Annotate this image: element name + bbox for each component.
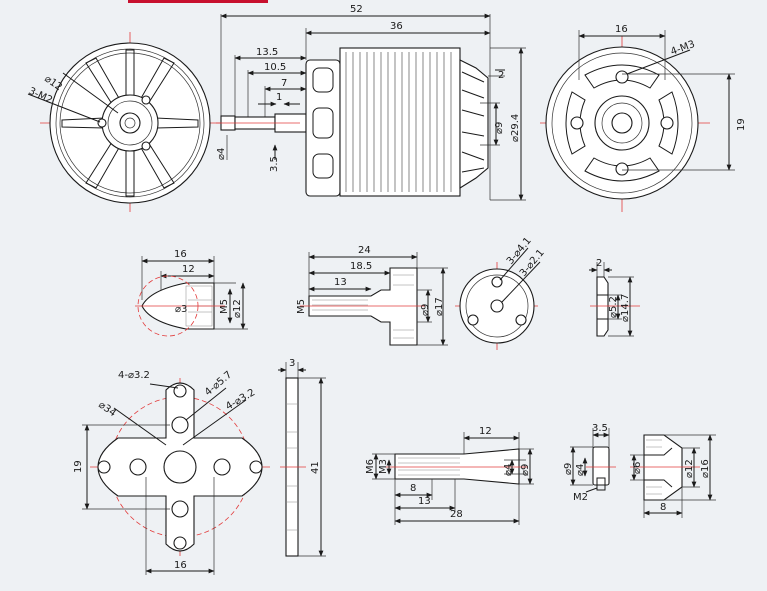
dim-mside-41: 41 bbox=[310, 461, 321, 474]
motor-front-view: ⌀12 3-M2 bbox=[27, 32, 222, 212]
dim-shaft-d4: ⌀4 bbox=[503, 464, 514, 476]
dim-nut-d3: ⌀3 bbox=[175, 304, 187, 315]
dim-side-10-5: 10.5 bbox=[264, 62, 286, 73]
dim-nut-d12: ⌀12 bbox=[232, 299, 243, 318]
dim-mount-16: 16 bbox=[174, 560, 187, 571]
dim-adapter-13: 13 bbox=[334, 277, 347, 288]
dim-mount-4d3-2a: 4-⌀3.2 bbox=[118, 370, 150, 381]
adapter-hub-front-view: 3-⌀4.1 3-⌀2.1 bbox=[455, 235, 547, 350]
dim-side-7: 7 bbox=[281, 78, 287, 89]
dim-nut-16: 16 bbox=[174, 249, 187, 260]
collar-side-view: 3.5 ⌀9 ⌀4 M2 bbox=[563, 423, 616, 503]
dim-collar-d4: ⌀4 bbox=[575, 464, 586, 476]
dim-collar-m2: M2 bbox=[573, 492, 588, 503]
shaft-adapter-side-view: 12 M6 M3 ⌀4 ⌀9 8 13 28 bbox=[365, 426, 534, 525]
dim-bell-d16: ⌀16 bbox=[700, 459, 711, 478]
dim-side-d29-4: ⌀29.4 bbox=[510, 114, 521, 142]
bell-cap-side-view: ⌀6 ⌀12 ⌀16 8 bbox=[630, 434, 716, 518]
x-mount-front-view: 4-⌀3.2 4-⌀5.7 4-⌀3.2 ⌀34 19 16 bbox=[73, 369, 270, 575]
dim-side-d9: ⌀9 bbox=[494, 122, 505, 134]
dim-shaft-d9: ⌀9 bbox=[520, 464, 531, 476]
dim-adapter-d9: ⌀9 bbox=[420, 304, 431, 316]
dim-front-3m2: 3-M2 bbox=[27, 86, 54, 107]
dim-adapter-24: 24 bbox=[358, 245, 371, 256]
dim-bell-d6: ⌀6 bbox=[632, 462, 643, 474]
dim-ring-d14-7: ⌀14.7 bbox=[620, 294, 631, 322]
dim-nut-m5: M5 bbox=[219, 299, 230, 314]
thrust-ring-side-view: 2 ⌀5.2 ⌀14.7 bbox=[589, 258, 640, 337]
dim-mount-19: 19 bbox=[73, 460, 84, 473]
dim-shaft-28: 28 bbox=[450, 509, 463, 520]
dim-back-19: 19 bbox=[736, 118, 747, 131]
dim-mount-4d3-2b: 4-⌀3.2 bbox=[224, 387, 257, 412]
dim-side-3-5: 3.5 bbox=[269, 156, 280, 172]
dim-shaft-12: 12 bbox=[479, 426, 492, 437]
dim-mside-3: 3 bbox=[289, 358, 295, 369]
x-mount-side-view: 3 41 bbox=[278, 358, 326, 557]
dim-back-16: 16 bbox=[615, 24, 628, 35]
prop-adapter-side-view: 24 18.5 13 M5 ⌀9 ⌀17 bbox=[296, 245, 448, 346]
dim-nut-12: 12 bbox=[182, 264, 195, 275]
dim-back-4m3: 4-M3 bbox=[669, 39, 696, 58]
motor-back-view: 16 4-M3 19 bbox=[540, 24, 747, 212]
dim-adapter-d17: ⌀17 bbox=[434, 297, 445, 316]
dim-collar-3-5: 3.5 bbox=[592, 423, 608, 434]
dim-shaft-m6: M6 bbox=[365, 459, 376, 474]
prop-nut-side-view: 16 12 ⌀3 M5 ⌀12 bbox=[135, 249, 248, 337]
dim-shaft-13: 13 bbox=[418, 496, 431, 507]
dim-side-d4: ⌀4 bbox=[216, 148, 227, 160]
dim-mount-d34: ⌀34 bbox=[96, 399, 118, 419]
dim-adapter-m5: M5 bbox=[296, 299, 307, 314]
dim-side-13-5: 13.5 bbox=[256, 47, 278, 58]
dim-ring-d5-2: ⌀5.2 bbox=[608, 296, 619, 318]
top-accent-bar bbox=[128, 0, 268, 3]
motor-side-view: 52 36 13.5 10.5 7 1 ⌀4 3.5 bbox=[216, 4, 526, 201]
dim-ring-2: 2 bbox=[596, 258, 602, 269]
dim-side-52: 52 bbox=[350, 4, 363, 15]
dim-shaft-8: 8 bbox=[410, 483, 416, 494]
dim-side-2: 2 bbox=[498, 70, 504, 81]
dim-bell-d12: ⌀12 bbox=[684, 459, 695, 478]
dim-collar-d9: ⌀9 bbox=[563, 463, 574, 475]
dim-side-1: 1 bbox=[276, 92, 282, 103]
dim-shaft-m3: M3 bbox=[378, 459, 389, 474]
dim-side-36: 36 bbox=[390, 21, 403, 32]
dim-adapter-18-5: 18.5 bbox=[350, 261, 372, 272]
dim-bell-8: 8 bbox=[660, 502, 666, 513]
